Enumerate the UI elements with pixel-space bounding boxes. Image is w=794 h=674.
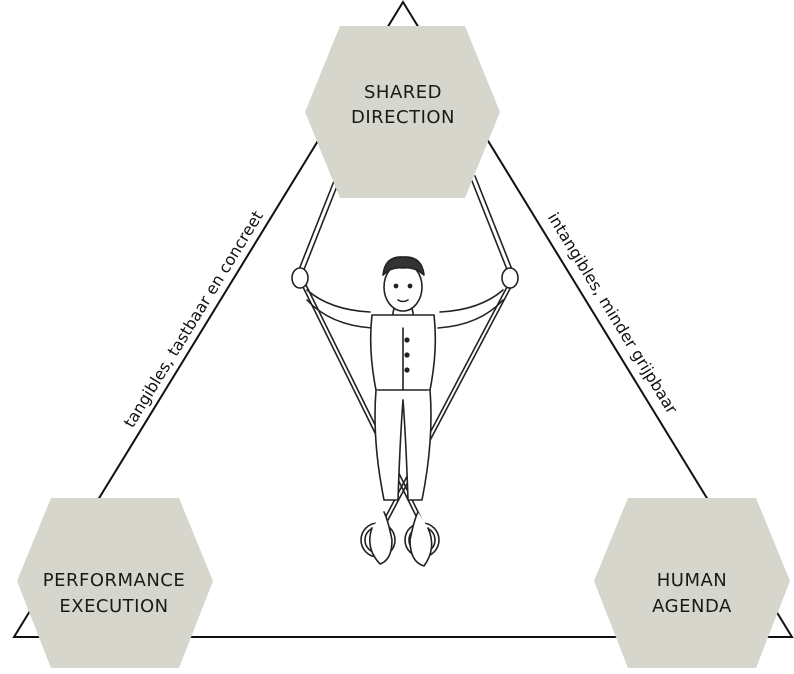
left-edge-label: tangibles, tastbaar en concreet <box>120 207 267 431</box>
human-agenda-line1: HUMAN <box>657 570 728 591</box>
performance-execution-line2: EXECUTION <box>59 596 168 617</box>
gymnast-illustration <box>291 175 519 567</box>
hexagon-human-agenda <box>594 498 790 668</box>
hexagon-performance-execution <box>17 498 213 668</box>
right-edge-label: intangibles, minder grijpbaar <box>544 209 682 417</box>
human-agenda-line2: AGENDA <box>652 596 732 617</box>
triangle-outline <box>12 0 794 638</box>
performance-execution-line1: PERFORMANCE <box>43 570 186 591</box>
shared-direction-line2: DIRECTION <box>351 107 455 128</box>
shared-direction-line1: SHARED <box>364 82 442 103</box>
hexagon-shared-direction <box>305 26 500 198</box>
